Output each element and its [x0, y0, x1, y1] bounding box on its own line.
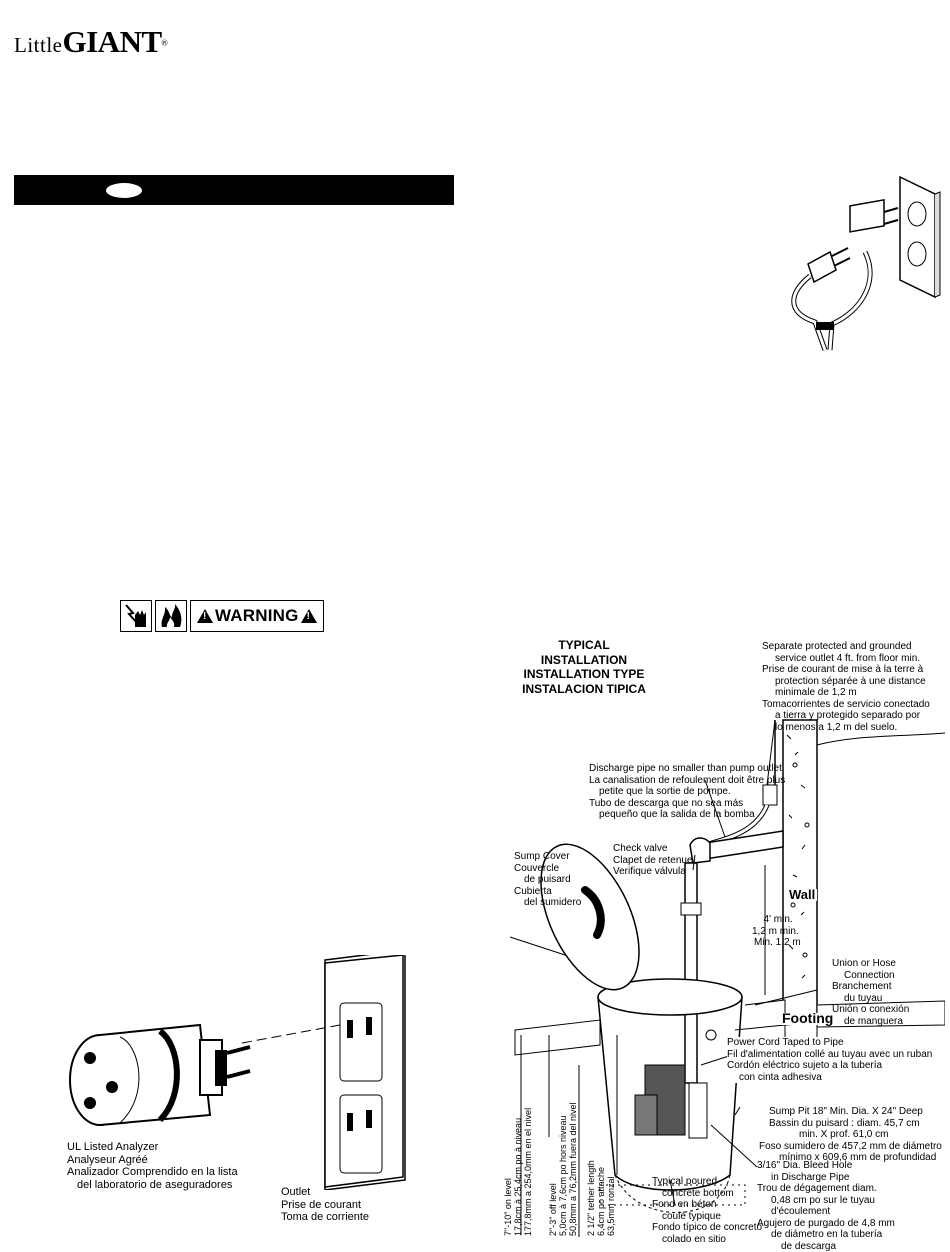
- power-cord-callout: Power Cord Taped to Pipe Fil d'alimentat…: [727, 1037, 933, 1083]
- alert-triangle-icon: [197, 609, 213, 623]
- logo-registered: ®: [161, 38, 168, 48]
- tether-length-dimension: 2 1/2" tether length 6,4cm po attache 63…: [586, 1160, 616, 1236]
- analyzer-outlet-illustration: [69, 955, 406, 1190]
- min-height-callout: 4' min. 1,2 m min. Min. 1,2 m: [752, 914, 801, 948]
- service-outlet-callout: Separate protected and grounded service …: [762, 641, 930, 733]
- analyzer-caption: UL Listed Analyzer Analyseur Agréé Anali…: [67, 1141, 238, 1191]
- warning-label: WARNING: [120, 600, 324, 632]
- brand-logo: LittleGIANT®: [14, 24, 168, 60]
- concrete-bottom-callout: Typical poured concrete bottom Fond en b…: [652, 1176, 763, 1245]
- warning-text: WARNING: [215, 606, 299, 625]
- section-header-bar: [14, 175, 454, 205]
- sump-cover-callout: Sump Cover Couvercle de puisard Cubierta…: [514, 851, 582, 908]
- logo-prefix: Little: [14, 33, 63, 57]
- check-valve-callout: Check valve Clapet de retenue Verifique …: [613, 843, 693, 877]
- on-level-dimension: 7"-10" on level 17,8cm à 25,4cm po à niv…: [503, 1107, 533, 1236]
- fire-hazard-icon: [155, 600, 187, 632]
- union-callout: Union or Hose Connection Branchement du …: [832, 958, 910, 1027]
- typical-installation-title: TYPICAL INSTALLATION INSTALLATION TYPE I…: [522, 638, 646, 696]
- footing-label: Footing: [780, 1010, 836, 1026]
- outlet-caption: Outlet Prise de courant Toma de corrient…: [281, 1186, 370, 1223]
- warning-word-box: WARNING: [190, 600, 324, 632]
- electric-shock-hand-icon: [120, 600, 152, 632]
- off-level-dimension: 2"-3" off level 5,0cm à 7,6cm po hors ni…: [548, 1102, 578, 1236]
- discharge-pipe-callout: Discharge pipe no smaller than pump outl…: [589, 763, 786, 820]
- bleed-hole-callout: 3/16" Dia. Bleed Hole in Discharge Pipe …: [757, 1160, 895, 1252]
- logo-brand: GIANT: [62, 24, 163, 59]
- alert-triangle-icon: [300, 609, 317, 623]
- language-oval-icon: [106, 183, 142, 198]
- wall-label: Wall: [787, 887, 818, 902]
- plug-outlet-illustration: [791, 175, 941, 351]
- sump-pit-callout: Sump Pit 18" Min. Dia. X 24" Deep Bassin…: [759, 1106, 942, 1163]
